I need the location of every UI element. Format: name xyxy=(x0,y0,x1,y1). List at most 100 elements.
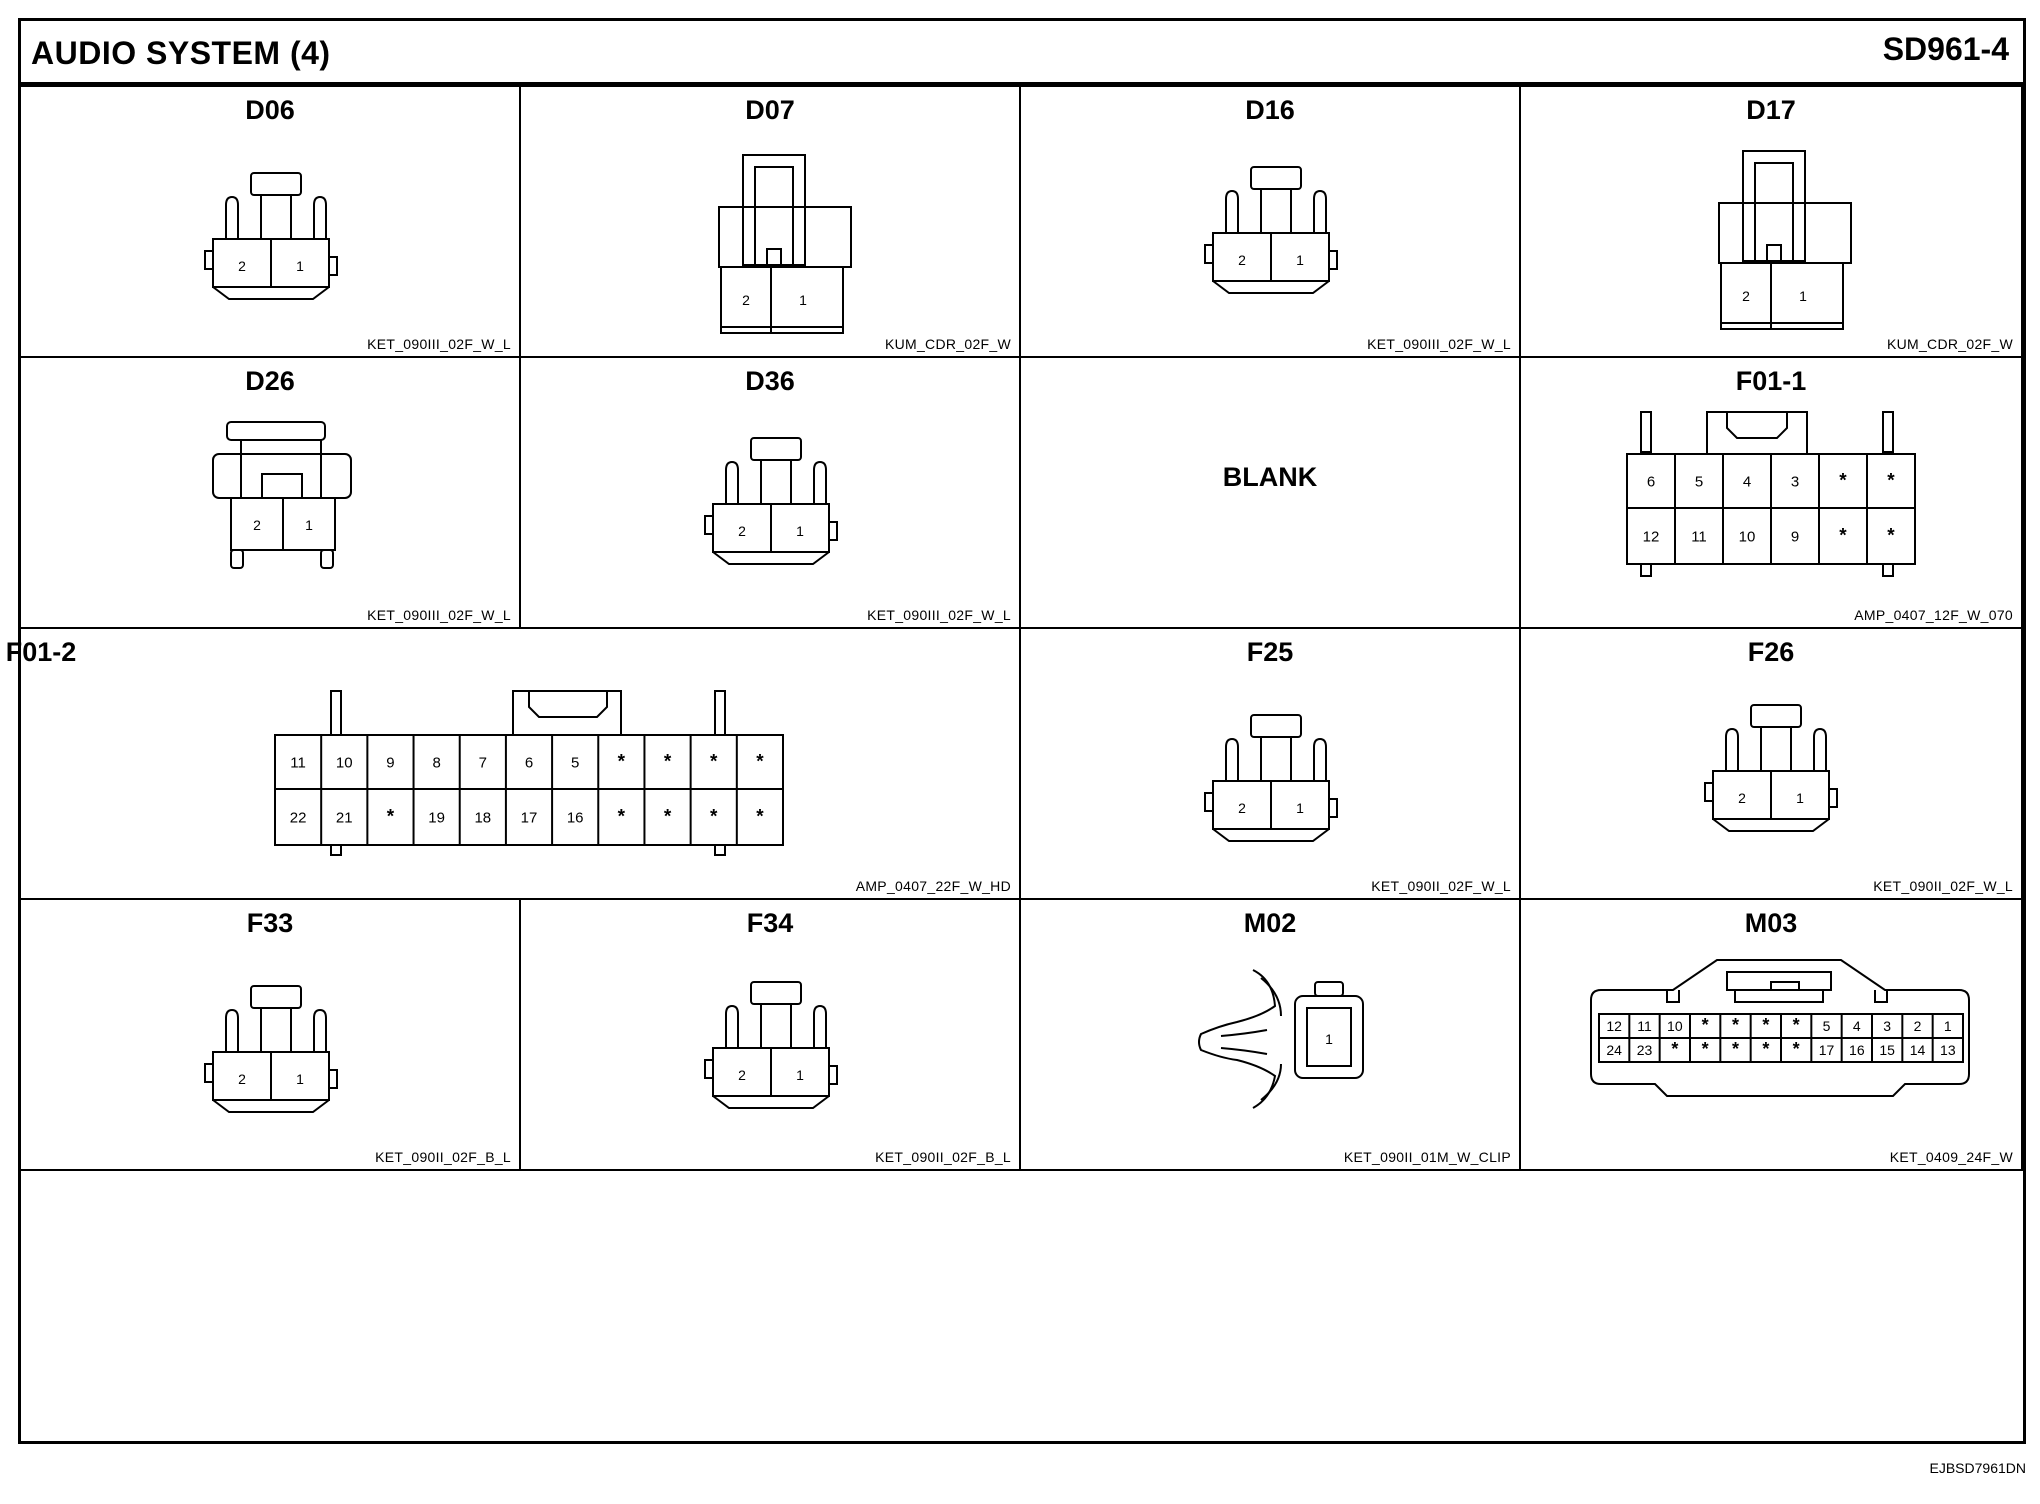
pin-label: 1 xyxy=(1296,800,1304,816)
pin-label: * xyxy=(1762,1015,1769,1035)
connector-f33-drawing: 2 1 xyxy=(204,985,338,1113)
pin-label: 2 xyxy=(742,292,750,308)
connector-code: KET_090III_02F_W_L xyxy=(367,607,511,623)
pin-label: * xyxy=(664,751,672,772)
pin-label: 14 xyxy=(1910,1042,1926,1058)
pin-label: 24 xyxy=(1606,1042,1622,1058)
pin-label: * xyxy=(1887,470,1895,491)
pin-label: 12 xyxy=(1643,528,1660,545)
connector-label: D16 xyxy=(1245,95,1295,125)
connector-label: F34 xyxy=(746,908,794,938)
connector-d26-drawing: 2 1 xyxy=(212,421,352,569)
pin-label: 5 xyxy=(1695,473,1703,490)
connector-code: AMP_0407_12F_W_070 xyxy=(1854,607,2013,623)
pin-label: 1 xyxy=(796,1067,804,1083)
connector-label: D07 xyxy=(745,95,795,125)
pin-label: 15 xyxy=(1879,1042,1895,1058)
pin-label: 1 xyxy=(1296,252,1304,268)
connector-label: M02 xyxy=(1243,908,1297,938)
pin-label: * xyxy=(1839,470,1847,491)
pin-label: 10 xyxy=(1667,1018,1683,1034)
page-title: AUDIO SYSTEM (4) xyxy=(31,35,331,71)
pin-label: 2 xyxy=(1914,1018,1922,1034)
connector-label: D17 xyxy=(1746,95,1796,125)
pin-label: * xyxy=(1793,1039,1800,1059)
connector-m02-drawing: 1 xyxy=(1198,969,1364,1109)
pin-label: 11 xyxy=(290,754,306,771)
pin-label: 1 xyxy=(296,1071,304,1087)
pin-label: 9 xyxy=(386,754,394,771)
pin-label: 11 xyxy=(1691,528,1707,545)
pin-label: * xyxy=(1702,1039,1709,1059)
pin-label: 1 xyxy=(296,258,304,274)
connector-label: F26 xyxy=(1747,637,1795,667)
pin-label: 17 xyxy=(1819,1042,1835,1058)
pin-label: * xyxy=(618,751,626,772)
connector-cell-f26: F26 2 1 KET_090II_02F_W_L xyxy=(1521,629,2023,900)
connector-code: KUM_CDR_02F_W xyxy=(884,336,1011,352)
pin-label: 2 xyxy=(1238,800,1246,816)
pin-label: 1 xyxy=(796,523,804,539)
page-code: SD961-4 xyxy=(1882,31,2009,67)
pin-label: 18 xyxy=(474,809,491,826)
connector-label: F01-1 xyxy=(1735,366,1807,396)
pin-label: * xyxy=(1762,1039,1769,1059)
connector-label: F33 xyxy=(246,908,294,938)
pin-label: 5 xyxy=(1823,1018,1831,1034)
connector-code: KET_090II_01M_W_CLIP xyxy=(1343,1149,1511,1165)
pin-label: 1 xyxy=(799,292,807,308)
connector-cell-d26: D26 2 1 KET_090III_02F_W_L xyxy=(21,358,521,629)
pin-label: 2 xyxy=(238,258,246,274)
connector-cell-m02: M02 1 KET_090II_01M_W_CLIP xyxy=(1021,900,1521,1171)
connector-d07-drawing: 2 1 xyxy=(718,154,852,334)
connector-label: D26 xyxy=(245,366,295,396)
pin-label: 2 xyxy=(738,523,746,539)
connector-code: KET_090II_02F_W_L xyxy=(1371,878,1511,894)
pin-label: 10 xyxy=(1739,528,1756,545)
pin-label: 1 xyxy=(1325,1031,1333,1047)
pin-label: * xyxy=(1671,1039,1678,1059)
connector-d06-drawing: 2 1 xyxy=(204,172,338,300)
connector-d36-drawing: 2 1 xyxy=(704,437,838,565)
connector-f26-drawing: 2 1 xyxy=(1704,704,1838,832)
pin-label: 16 xyxy=(567,809,584,826)
title-bar: AUDIO SYSTEM (4) SD961-4 xyxy=(21,21,2023,87)
pin-label: 21 xyxy=(336,809,353,826)
pin-label: * xyxy=(664,806,672,827)
pin-label: 5 xyxy=(571,754,579,771)
connector-cell-d06: D06 2 1 KET_090III_02F_W_L xyxy=(21,87,521,358)
pin-label: * xyxy=(756,806,764,827)
pin-label: 23 xyxy=(1637,1042,1653,1058)
pin-label: 2 xyxy=(253,517,261,533)
pin-label: 1 xyxy=(1799,288,1807,304)
diagram-sheet: AUDIO SYSTEM (4) SD961-4 D06 2 1 xyxy=(6,18,2026,1444)
connector-f34-drawing: 2 1 xyxy=(704,981,838,1109)
pin-label: 2 xyxy=(1738,790,1746,806)
pin-label: 2 xyxy=(1238,252,1246,268)
pin-label: 8 xyxy=(432,754,440,771)
pin-label: 2 xyxy=(238,1071,246,1087)
pin-label: 9 xyxy=(1791,528,1799,545)
pin-label: 22 xyxy=(290,809,307,826)
pin-label: * xyxy=(756,751,764,772)
pin-label: * xyxy=(710,751,718,772)
connector-d16-drawing: 2 1 xyxy=(1204,166,1338,294)
connector-code: KET_090II_02F_B_L xyxy=(875,1149,1011,1165)
connector-code: KET_090II_02F_B_L xyxy=(375,1149,511,1165)
connector-code: KET_090II_02F_W_L xyxy=(1873,878,2013,894)
connector-cell-f33: F33 2 1 KET_090II_02F_B_L xyxy=(21,900,521,1171)
connector-f25-drawing: 2 1 xyxy=(1204,714,1338,842)
pin-label: * xyxy=(710,806,718,827)
pin-label: 2 xyxy=(738,1067,746,1083)
connector-code: KET_090III_02F_W_L xyxy=(367,336,511,352)
pin-label: * xyxy=(387,806,395,827)
pin-label: * xyxy=(1793,1015,1800,1035)
pin-label: 3 xyxy=(1883,1018,1891,1034)
connector-d17-drawing: 2 1 xyxy=(1718,150,1852,330)
connector-label: D36 xyxy=(745,366,795,396)
